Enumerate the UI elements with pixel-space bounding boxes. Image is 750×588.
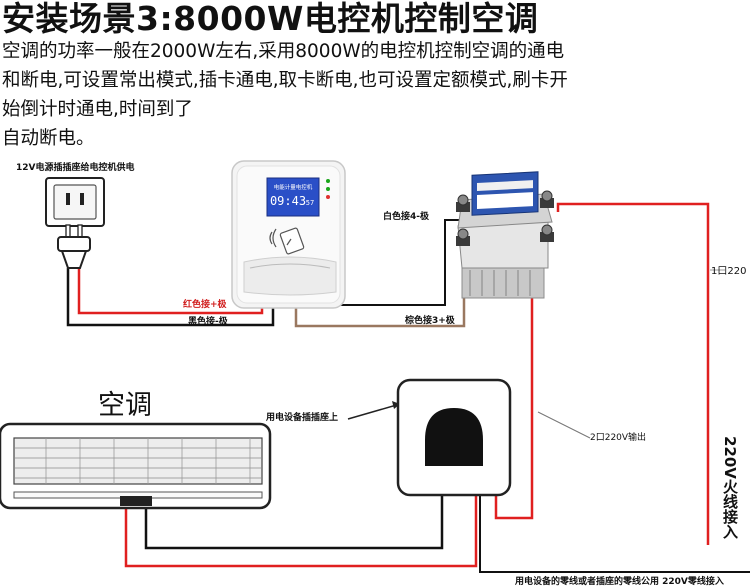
plug-black-wire [66,268,275,327]
leader-socket-arrow [392,401,400,409]
port2-label: 2口220V输出 [590,433,647,443]
description-line-2: 和断电,可设置常出模式,插卡通电,取卡断电,也可设置定额模式,刷卡开 [2,70,568,91]
live-input-wire [556,202,710,545]
white-wire-label: 白色接4-极 [383,212,429,222]
controller: 电能计量电控机 09:43 57 [231,160,346,309]
ac-red-wire [124,495,478,568]
output-socket [396,378,512,497]
card-reader-icon [269,227,305,255]
red-wire-label: 红色接+极 [183,300,227,310]
socket-ac-black-wire [144,460,444,550]
led-red [326,195,330,199]
controller-relay-white-wire [307,219,460,306]
wall-socket [45,177,105,227]
solid-state-relay [456,171,554,299]
ac-name-label: 空调 [98,390,152,421]
socket-note-label: 用电设备插插座上 [266,413,339,423]
neutral-note-label: 用电设备的零线或者插座的零线公用 220V零线接入 [515,577,724,587]
port1-label: 1口220 [711,266,747,277]
neutral-wire [479,495,750,573]
page-title: 安装场景3:8000W电控机控制空调 [2,0,539,38]
screen-seconds: 57 [306,199,314,207]
description-line-4: 自动断电。 [2,128,95,149]
description-line-1: 空调的功率一般在2000W左右,采用8000W的电控机控制空调的通电 [2,41,565,62]
brown-wire-label: 棕色接3+极 [405,316,455,326]
black-wire-label: 黑色接-极 [188,317,228,327]
led-green-2 [326,187,330,191]
led-green-1 [326,179,330,183]
leader-port2 [537,411,591,439]
live-in-label: 220V火线接入 [721,436,739,539]
leader-socket [347,403,401,420]
description-line-3: 始倒计时通电,时间到了 [2,99,193,120]
air-conditioner [0,422,272,510]
relay-output-wire [494,252,534,520]
power-plug [57,224,91,269]
power-note-label: 12V电源插插座给电控机供电 [16,163,135,173]
screen-header: 电能计量电控机 [274,183,313,191]
controller-screen [266,177,320,217]
screen-time: 09:43 [270,194,306,208]
